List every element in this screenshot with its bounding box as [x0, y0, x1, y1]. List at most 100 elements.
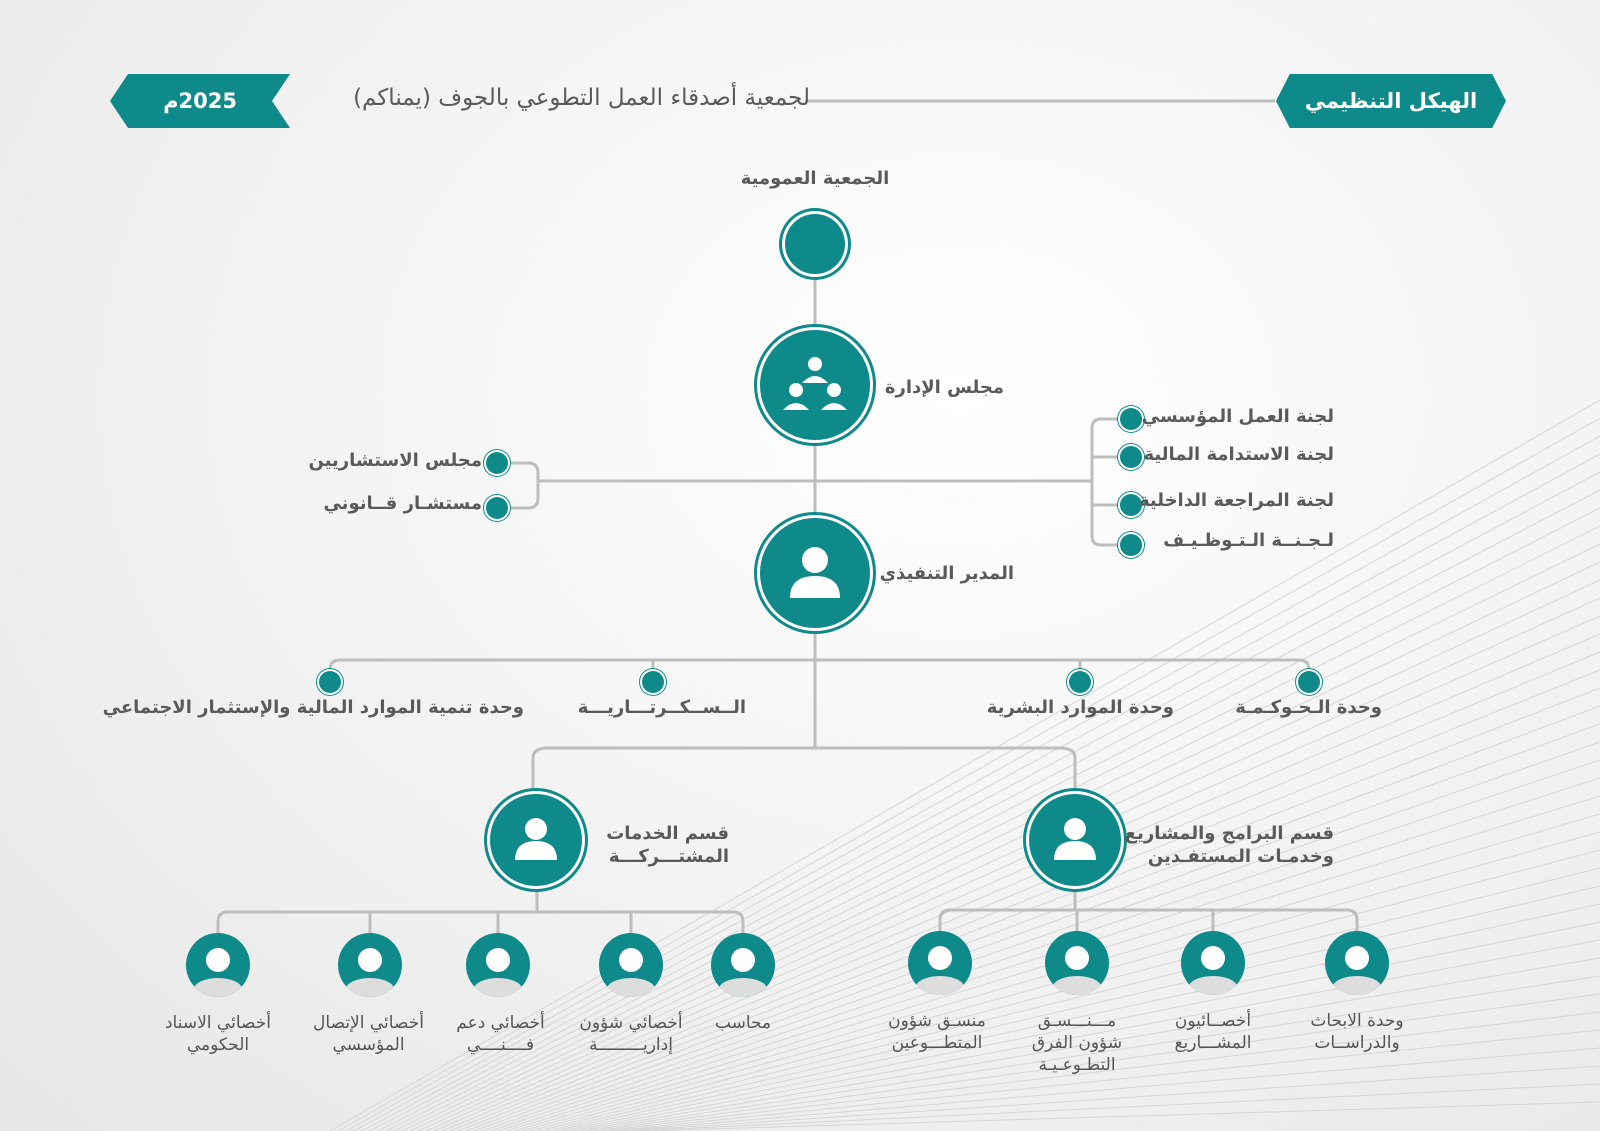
- staff-line: أخصــائيون: [1174, 1011, 1252, 1031]
- person-icon: [1053, 946, 1101, 995]
- shared-services-node: [490, 794, 582, 886]
- committee-dot: [1120, 446, 1142, 468]
- staff-line: مـــنـــسـق: [1037, 1011, 1117, 1031]
- background-ray: [625, 1065, 1600, 1131]
- person-icon: [194, 948, 242, 997]
- executive-director-node: [760, 518, 870, 628]
- background-ray: [337, 417, 1600, 1131]
- staff-avatar: [599, 933, 663, 997]
- staff-line: شؤون الفرق: [1031, 1033, 1123, 1054]
- staff-avatar: [1045, 931, 1109, 995]
- staff-line: أخصائي دعم: [456, 1013, 545, 1033]
- background-ray: [537, 867, 1600, 1131]
- background-ray: [633, 1083, 1600, 1131]
- person-icon: [1189, 946, 1237, 995]
- unit-dot: [1298, 671, 1320, 693]
- background-ray: [369, 489, 1600, 1131]
- unit-label: وحدة الـحـوكـمـة: [1235, 697, 1382, 718]
- staff-line: إداريـــــــــة: [589, 1035, 673, 1056]
- background-ray: [417, 597, 1600, 1131]
- advisor-dot: [486, 497, 508, 519]
- advisor-dot: [486, 452, 508, 474]
- group-icon: [783, 357, 847, 410]
- unit-dot: [1069, 671, 1091, 693]
- staff-line: الحكومي: [186, 1035, 250, 1056]
- staff-line: المتطـــوعين: [891, 1033, 983, 1054]
- staff-line: المؤسسي: [332, 1035, 405, 1056]
- general-assembly-label: الجمعية العمومية: [740, 168, 890, 189]
- shared-services-line: قسم الخدمات: [606, 823, 729, 844]
- staff-label: محاسب: [693, 1012, 793, 1034]
- background-ray: [553, 903, 1600, 1131]
- person-icon: [1054, 818, 1096, 860]
- staff-line: منسـق شؤون: [888, 1011, 986, 1031]
- background-ray: [329, 399, 1600, 1131]
- advisor-label: مستشـار قــانوني: [323, 493, 482, 514]
- staff-avatar: [338, 933, 402, 997]
- person-icon: [916, 946, 964, 995]
- staff-line: أخصائي شؤون: [579, 1013, 683, 1033]
- staff-line: أخصائي الاسناد: [164, 1013, 271, 1033]
- programs-line: قسم البرامج والمشاريع: [1124, 823, 1334, 844]
- background-ray: [473, 723, 1600, 1131]
- committee-dot: [1120, 494, 1142, 516]
- background-ray: [465, 705, 1600, 1131]
- staff-avatar: [186, 933, 250, 997]
- background-ray: [425, 615, 1600, 1131]
- background-ray: [385, 525, 1600, 1131]
- unit-dot: [319, 671, 341, 693]
- unit-label: وحدة الموارد البشرية: [986, 697, 1174, 718]
- background-ray: [449, 669, 1600, 1131]
- background-ray: [441, 651, 1600, 1131]
- background-ray: [577, 957, 1600, 1131]
- board-node: [760, 330, 870, 440]
- person-icon: [346, 948, 394, 997]
- background-ray: [393, 543, 1600, 1131]
- background-ray: [593, 993, 1600, 1131]
- staff-line: محاسب: [714, 1013, 772, 1033]
- person-icon: [607, 948, 655, 997]
- title-badge-text: الهيكل التنظيمي: [1304, 89, 1478, 113]
- staff-avatar: [711, 933, 775, 997]
- background-ray: [545, 885, 1600, 1131]
- background-ray: [377, 507, 1600, 1131]
- unit-label: الــســكــرتـــاريـــة: [577, 697, 746, 718]
- title-badge: الهيكل التنظيمي: [1276, 74, 1506, 128]
- programs-line: وخدمـات المستفـدين: [1147, 846, 1334, 868]
- shared-services-label: قسم الخدمات المشتـــركـــة: [606, 822, 729, 869]
- staff-line: والدراســات: [1314, 1033, 1400, 1054]
- committee-label: لجنة المراجعة الداخلية: [1138, 490, 1334, 511]
- background-ray: [409, 579, 1600, 1131]
- committee-dot: [1120, 408, 1142, 430]
- background-ray: [569, 939, 1600, 1131]
- background-ray: [641, 1101, 1600, 1131]
- committee-label: لجنة العمل المؤسسي: [1141, 406, 1334, 427]
- year-badge: 2025م: [110, 74, 290, 128]
- background-ray: [585, 975, 1600, 1131]
- background-ray: [561, 921, 1600, 1131]
- unit-dot: [642, 671, 664, 693]
- background-ray: [353, 453, 1600, 1131]
- shared-services-line: المشتـــركـــة: [608, 846, 729, 868]
- background-ray: [433, 633, 1600, 1131]
- programs-node: [1029, 794, 1121, 886]
- year-badge-text: 2025م: [163, 89, 237, 113]
- staff-avatar: [1181, 931, 1245, 995]
- chart-subtitle: لجمعية أصدقاء العمل التطوعي بالجوف (يمنا…: [353, 85, 810, 111]
- staff-avatar: [1325, 931, 1389, 995]
- person-icon: [515, 818, 557, 860]
- person-icon: [1333, 946, 1381, 995]
- background-ray: [401, 561, 1600, 1131]
- committee-label: لجنة الاستدامة المالية: [1143, 444, 1334, 465]
- background-ray: [361, 471, 1600, 1131]
- committee-label: لـجـنــة الـتـوظـيـف: [1163, 530, 1334, 551]
